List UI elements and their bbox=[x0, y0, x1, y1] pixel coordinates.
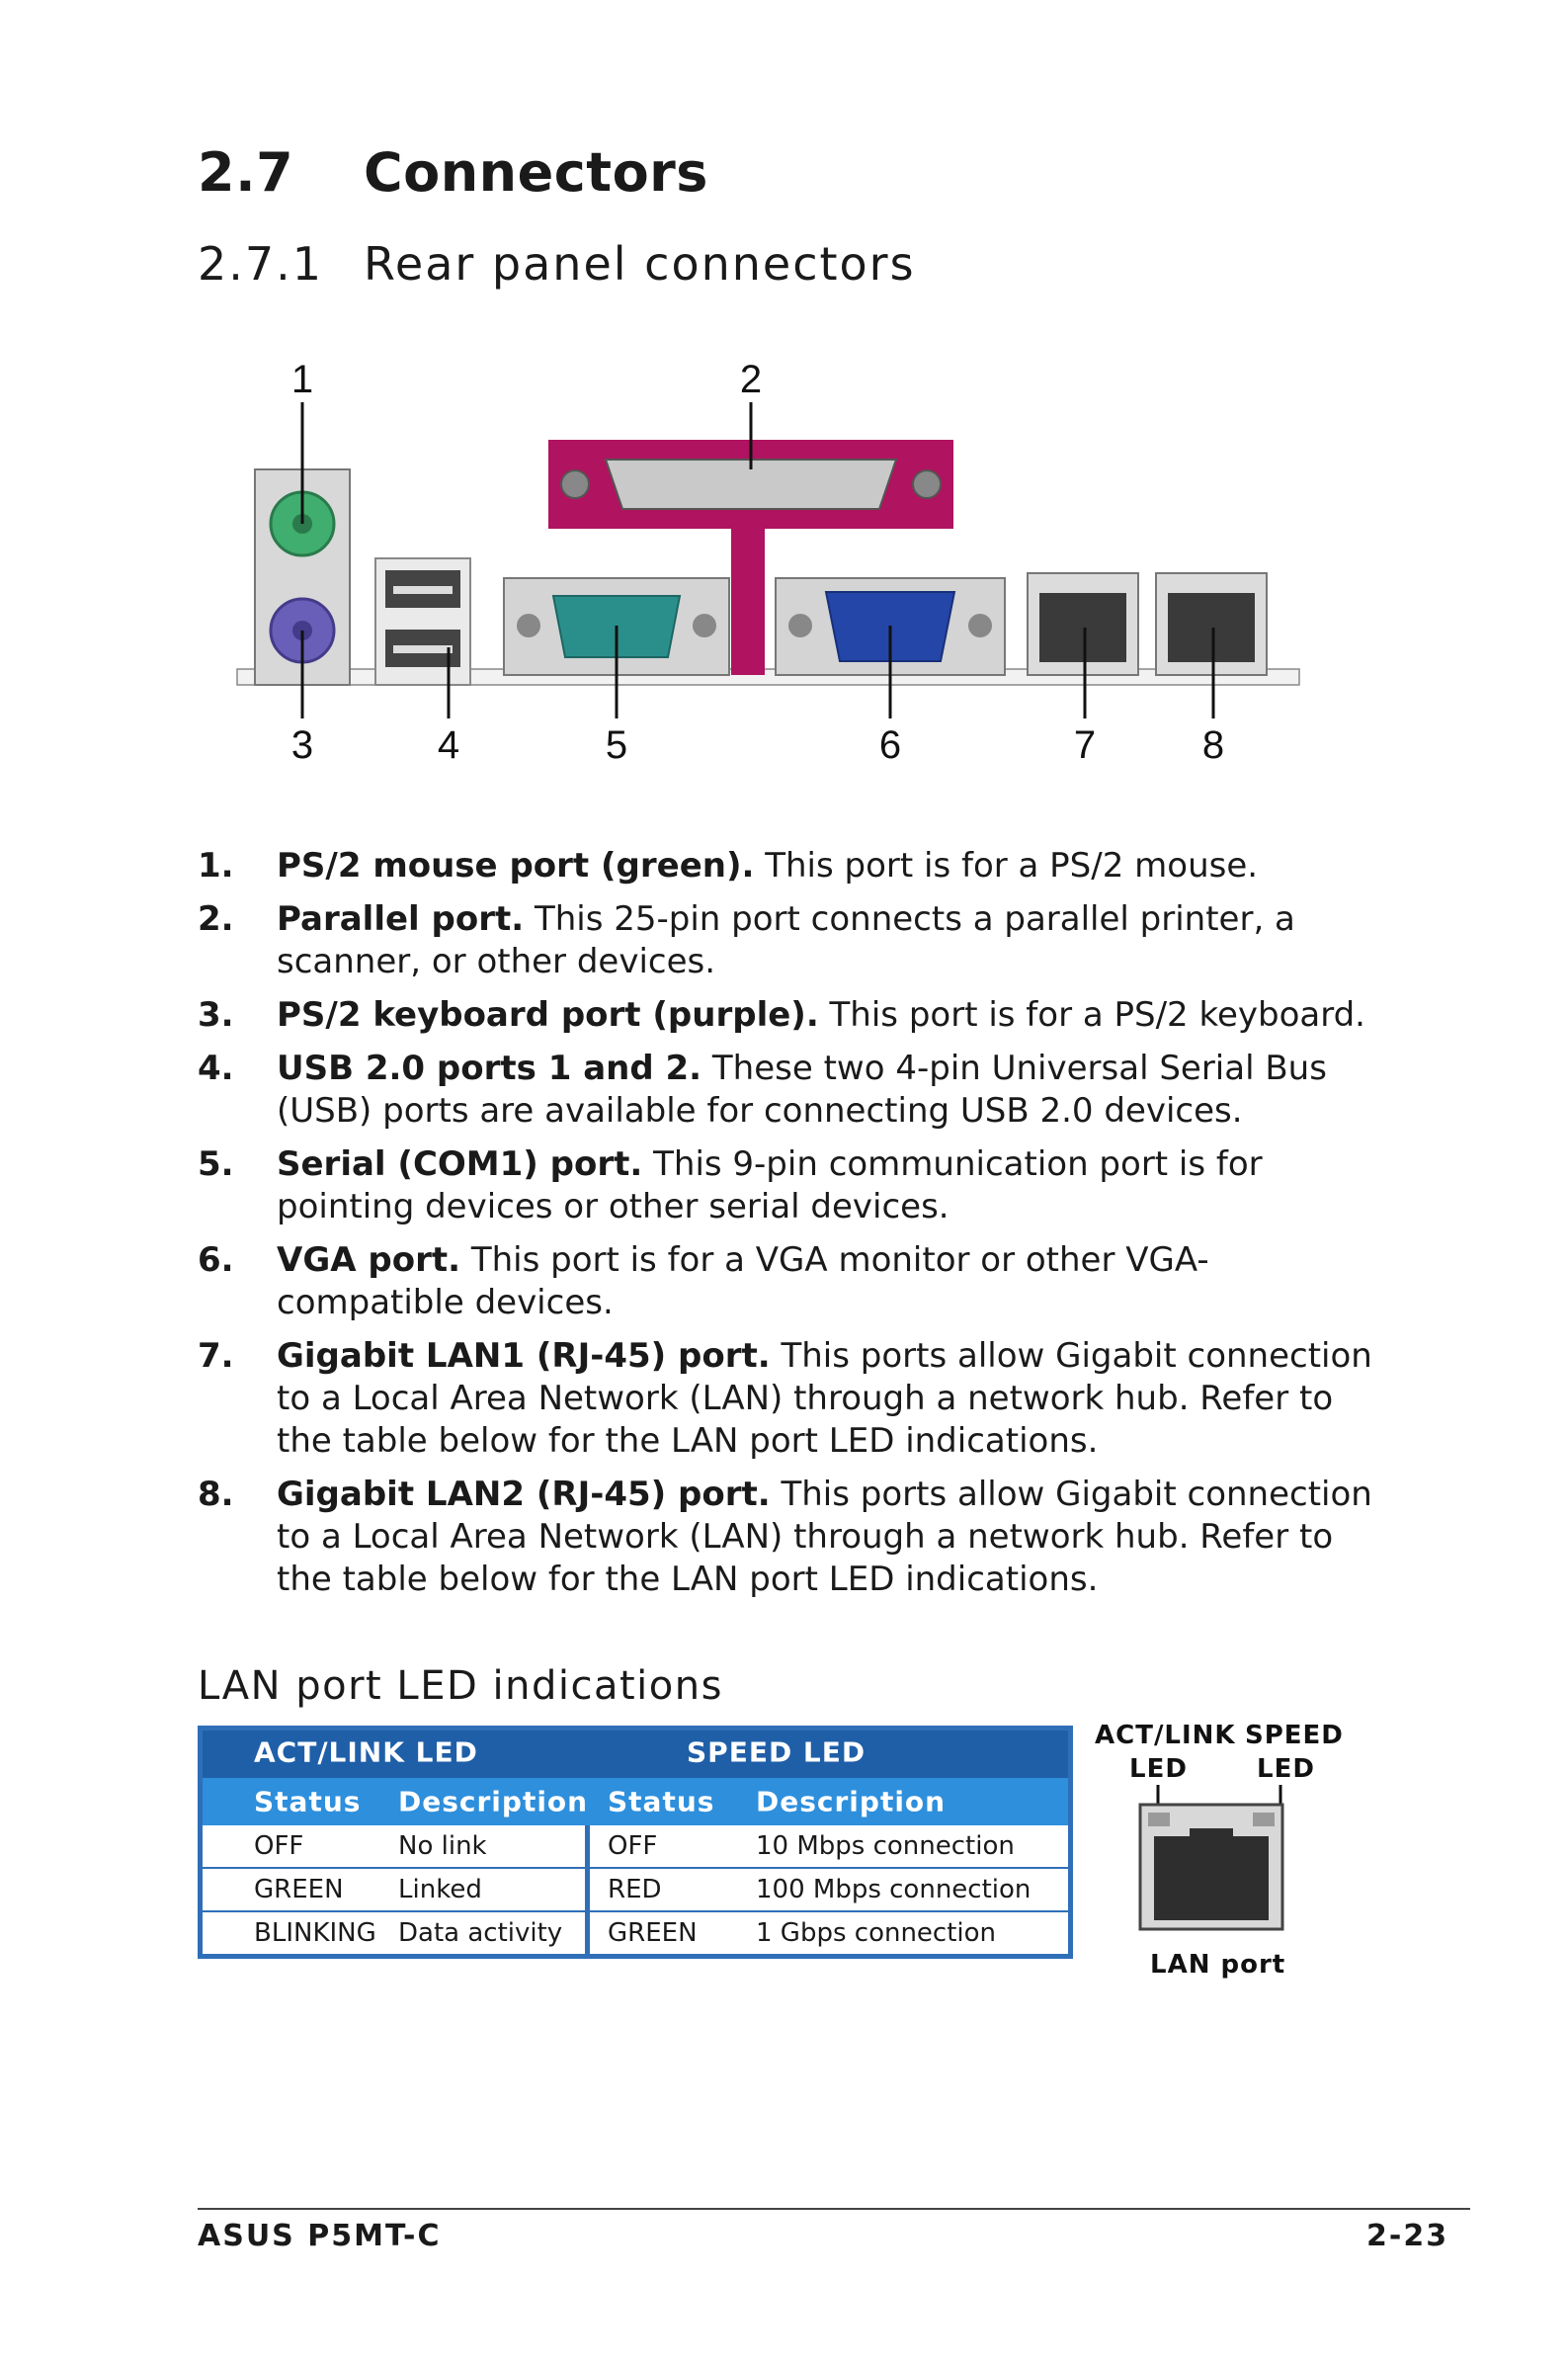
callout-5: 5 bbox=[606, 723, 627, 767]
callout-8: 8 bbox=[1202, 723, 1224, 767]
list-item: 7.Gigabit LAN1 (RJ-45) port. This ports … bbox=[198, 1336, 1372, 1461]
led-indication-table: ACT/LINK LED SPEED LED Status Descriptio… bbox=[198, 1726, 1073, 1959]
act-link-label-line2: LED bbox=[1129, 1754, 1188, 1784]
callout-6: 6 bbox=[879, 723, 901, 767]
col-header-description: Description bbox=[398, 1785, 589, 1818]
speed-label-line2: LED bbox=[1257, 1754, 1315, 1784]
list-item: 4.USB 2.0 ports 1 and 2. These two 4-pin… bbox=[198, 1049, 1327, 1131]
subsection-number: 2.7.1 bbox=[198, 237, 324, 291]
callout-1: 1 bbox=[291, 358, 313, 401]
col-header-status: Status bbox=[254, 1785, 362, 1818]
footer-page-number: 2-23 bbox=[1366, 2219, 1449, 2253]
rear-panel-diagram: 1 2 3 4 5 6 7 8 bbox=[236, 358, 1300, 767]
callout-3: 3 bbox=[291, 723, 313, 767]
speed-led bbox=[1253, 1813, 1275, 1826]
group-header-speed: SPEED LED bbox=[687, 1735, 867, 1768]
list-item: 3.PS/2 keyboard port (purple). This port… bbox=[198, 995, 1365, 1035]
section-heading: 2.7 Connectors bbox=[198, 141, 708, 204]
list-item: 8.Gigabit LAN2 (RJ-45) port. This ports … bbox=[198, 1475, 1372, 1599]
table-row: GREEN Linked RED 100 Mbps connection bbox=[203, 1867, 1068, 1910]
callout-7: 7 bbox=[1074, 723, 1096, 767]
footer-rule bbox=[198, 2208, 1470, 2210]
subsection-heading: 2.7.1 Rear panel connectors bbox=[198, 237, 916, 291]
section-number: 2.7 bbox=[198, 141, 294, 204]
callout-2: 2 bbox=[740, 358, 762, 401]
act-link-label-line1: ACT/LINK bbox=[1095, 1721, 1236, 1750]
col-header-status: Status bbox=[608, 1785, 715, 1818]
act-link-led bbox=[1148, 1813, 1170, 1826]
port-description-list: 1.PS/2 mouse port (green). This port is … bbox=[198, 845, 1383, 1612]
table-row: BLINKING Data activity GREEN 1 Gbps conn… bbox=[203, 1910, 1068, 1954]
table-row: OFF No link OFF 10 Mbps connection bbox=[254, 1831, 1015, 1861]
lan-port-led-figure: ACT/LINK LED SPEED LED LAN port bbox=[1095, 1721, 1344, 1980]
col-header-description: Description bbox=[756, 1785, 947, 1818]
footer-product-name: ASUS P5MT-C bbox=[198, 2219, 442, 2253]
lan-port-caption: LAN port bbox=[1150, 1950, 1285, 1980]
callout-4: 4 bbox=[438, 723, 459, 767]
table-column-header-row: Status Description Status Description bbox=[203, 1778, 1068, 1825]
list-item: 2.Parallel port. This 25-pin port connec… bbox=[198, 899, 1295, 981]
list-item: 6.VGA port. This port is for a VGA monit… bbox=[198, 1240, 1209, 1322]
list-item: 1.PS/2 mouse port (green). This port is … bbox=[198, 846, 1259, 886]
group-header-act-link: ACT/LINK LED bbox=[254, 1735, 478, 1768]
table-group-header-row: ACT/LINK LED SPEED LED bbox=[203, 1731, 1068, 1773]
section-title: Connectors bbox=[364, 141, 708, 204]
led-section-heading: LAN port LED indications bbox=[198, 1663, 723, 1709]
subsection-title: Rear panel connectors bbox=[364, 237, 916, 291]
list-item: 5.Serial (COM1) port. This 9-pin communi… bbox=[198, 1144, 1263, 1226]
speed-label-line1: SPEED bbox=[1245, 1721, 1344, 1750]
